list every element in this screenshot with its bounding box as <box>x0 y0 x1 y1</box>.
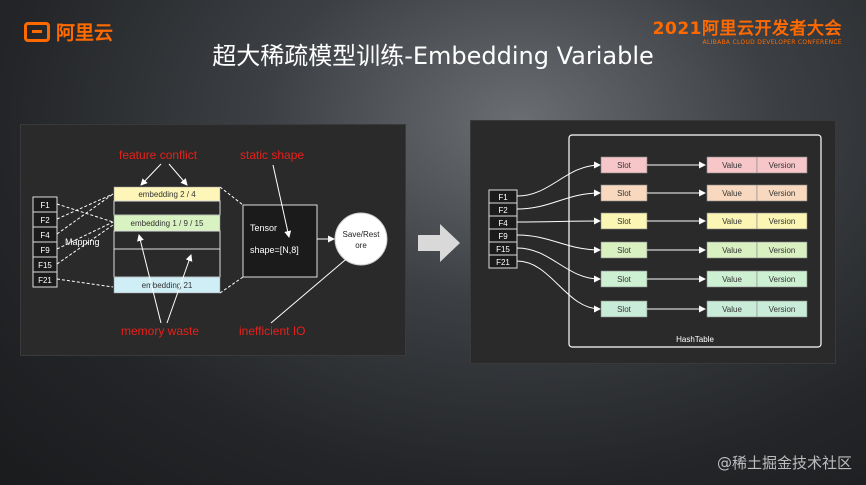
alibaba-cloud-logo-icon <box>24 21 50 42</box>
right-feature-list: F1 F2 F4 F9 F15 F21 <box>488 189 518 269</box>
left-feature-label: F21 <box>38 276 52 285</box>
hashtable-row: Slot Value Version <box>600 241 808 259</box>
slot-label: Slot <box>617 275 632 284</box>
value-label: Value <box>722 305 742 314</box>
version-label: Version <box>769 189 796 198</box>
version-label: Version <box>769 217 796 226</box>
mapping-label: Mapping <box>65 237 100 247</box>
hashtable-label: HashTable <box>676 335 714 344</box>
slot-label: Slot <box>617 161 632 170</box>
slide-title: 超大稀疏模型训练-Embedding Variable <box>212 42 654 70</box>
left-feature-label: F9 <box>40 246 50 255</box>
embedding-row-label: embedding 2 / 4 <box>138 190 196 199</box>
left-feature-label: F15 <box>38 261 52 270</box>
embedding-row-label: embedding 21 <box>142 281 193 290</box>
alibaba-cloud-logo: 阿里云 <box>24 18 113 45</box>
slot-label: Slot <box>617 246 632 255</box>
save-restore-label-line1: Save/Rest <box>343 230 381 239</box>
left-feature-label: F4 <box>40 231 50 240</box>
slot-label: Slot <box>617 189 632 198</box>
hashtable-frame <box>568 134 822 348</box>
slot-label: Slot <box>617 217 632 226</box>
annotation-inefficient-io: inefficient IO <box>239 324 305 338</box>
save-restore-label-line2: ore <box>355 241 367 250</box>
annotation-feature-conflict: feature conflict <box>119 148 198 162</box>
save-restore-circle <box>334 212 388 266</box>
transition-arrow-icon <box>418 224 460 266</box>
hashtable-row: Slot Value Version <box>600 184 808 202</box>
right-feature-label: F9 <box>498 232 508 241</box>
value-label: Value <box>722 217 742 226</box>
value-label: Value <box>722 246 742 255</box>
logo-text: 阿里云 <box>56 22 114 44</box>
embedding-row-label: embedding 1 / 9 / 15 <box>131 219 204 228</box>
tensor-label: Tensor <box>250 223 277 233</box>
right-feature-label: F2 <box>498 206 508 215</box>
mapping-lines <box>56 193 114 288</box>
value-label: Value <box>722 275 742 284</box>
right-feature-label: F1 <box>498 193 508 202</box>
conference-subtitle: ALIBABA CLOUD DEVELOPER CONFERENCE <box>702 39 842 46</box>
version-label: Version <box>769 246 796 255</box>
feature-to-slot-arrows <box>516 161 601 313</box>
hashtable-row: Slot Value Version <box>600 156 808 174</box>
version-label: Version <box>769 275 796 284</box>
watermark: @稀土掘金技术社区 <box>716 454 852 472</box>
right-feature-label: F21 <box>496 258 510 267</box>
annotation-memory-waste: memory waste <box>121 324 199 338</box>
hashtable-row: Slot Value Version <box>600 300 808 318</box>
left-feature-label: F2 <box>40 216 50 225</box>
embedding-table: embedding 2 / 4 embedding 1 / 9 / 15 emb… <box>113 186 221 294</box>
left-feature-label: F1 <box>40 201 50 210</box>
right-feature-label: F4 <box>498 219 508 228</box>
hashtable-row: Slot Value Version <box>600 212 808 230</box>
annotation-arrows <box>137 163 352 324</box>
value-label: Value <box>722 189 742 198</box>
value-label: Value <box>722 161 742 170</box>
hashtable-row: Slot Value Version <box>600 270 808 288</box>
annotation-static-shape: static shape <box>240 148 304 162</box>
tensor-box <box>242 204 318 278</box>
slot-label: Slot <box>617 305 632 314</box>
table-to-tensor-lines <box>219 186 244 294</box>
version-label: Version <box>769 305 796 314</box>
version-label: Version <box>769 161 796 170</box>
conference-badge: 2021阿里云开发者大会 ALIBABA CLOUD DEVELOPER CON… <box>653 14 842 46</box>
left-feature-list: F1 F2 F4 F9 F15 F21 <box>32 196 58 288</box>
embedding-variable-diagram: HashTable F1 F2 F4 F9 F15 F21 Slot Value… <box>470 120 836 364</box>
right-feature-label: F15 <box>496 245 510 254</box>
conference-title: 2021阿里云开发者大会 <box>652 19 842 39</box>
legacy-embedding-diagram: F1 F2 F4 F9 F15 F21 Mapping embedding 2 … <box>20 124 406 356</box>
tensor-shape-label: shape=[N,8] <box>250 245 299 255</box>
